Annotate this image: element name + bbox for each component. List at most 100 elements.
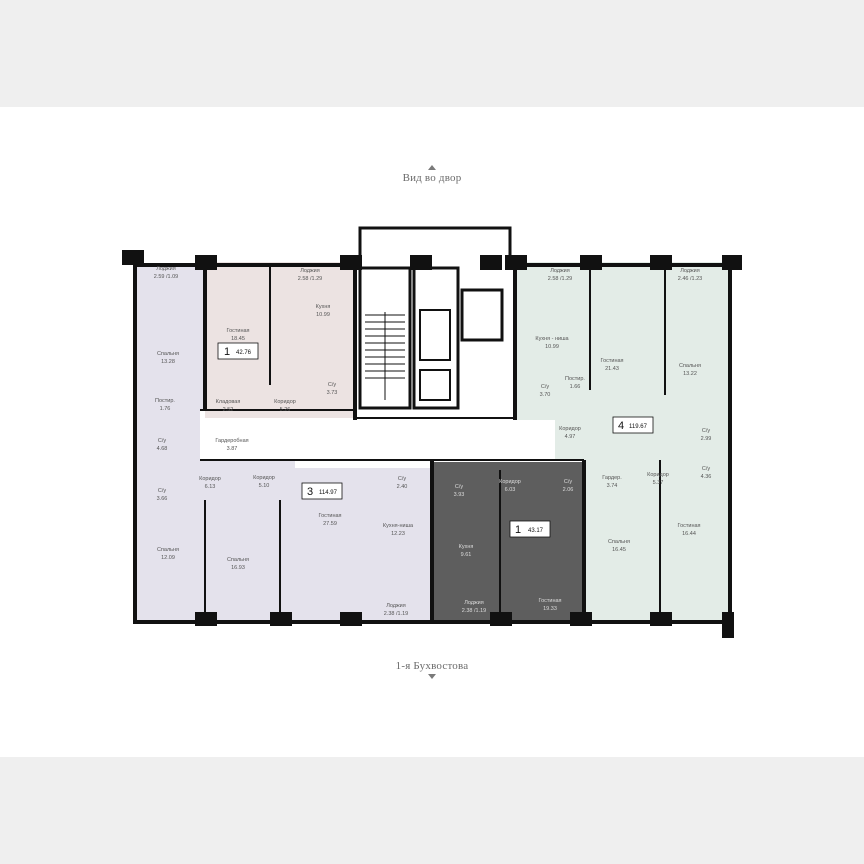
- room-name: Лоджия: [300, 268, 320, 274]
- room-area: 21.43: [605, 366, 619, 372]
- street-name-text: 1-я Бухвостова: [395, 660, 469, 672]
- room-area: 5.26: [280, 407, 291, 413]
- room-label: С/у3.93: [454, 484, 465, 498]
- room-area: 10.99: [316, 312, 330, 318]
- room-name: Лоджия: [550, 268, 570, 274]
- apartment-3-room-fill: [135, 265, 430, 620]
- room-area: 2.58 /1.29: [298, 276, 322, 282]
- room-area: 6.03: [505, 487, 516, 493]
- room-name: Коридор: [499, 479, 521, 485]
- apartment-1-left-fill: [205, 262, 355, 418]
- street-name-label: 1-я Бухвостова: [0, 660, 864, 679]
- courtyard-view-label: Вид во двор: [0, 165, 864, 184]
- room-name: С/у: [702, 428, 711, 434]
- apartment-fills: [135, 262, 730, 622]
- apartment-area: 42.76: [236, 350, 252, 356]
- room-area: 4.36: [701, 474, 712, 480]
- apartment-badges: 1 42.76 3 114.97 1 43.17 4 119.67: [217, 342, 654, 538]
- room-label: С/у2.06: [563, 479, 574, 493]
- apartment-badge: 3 114.97: [301, 482, 343, 500]
- room-name: Кухня - ниша: [535, 336, 569, 342]
- room-label: Лоджия 2.38 /1.19: [462, 600, 486, 614]
- stairs: [365, 312, 405, 400]
- room-area: 9.61: [461, 552, 472, 558]
- room-area: 2.59 /1.09: [154, 274, 178, 280]
- room-label: Гардеробная 3.87: [215, 438, 248, 452]
- apartment-badge: 4 119.67: [612, 416, 654, 434]
- room-name: Кухня: [316, 304, 331, 310]
- room-label: С/у4.68: [157, 438, 168, 452]
- room-label: Коридор 6.03: [499, 479, 521, 493]
- courtyard-view-text: Вид во двор: [402, 172, 462, 184]
- room-name: Спальня: [157, 547, 179, 553]
- room-label: Коридор 5.26: [274, 399, 296, 413]
- arrow-up-icon: [428, 165, 436, 170]
- apartment-1-dark-fill: [432, 462, 584, 622]
- room-name: Коридор: [253, 475, 275, 481]
- room-label: Постир.1.66: [565, 376, 585, 390]
- room-area: 2.99: [701, 436, 712, 442]
- room-label: С/у3.66: [157, 488, 168, 502]
- room-area: 2.52: [223, 407, 234, 413]
- room-name: Спальня: [157, 351, 179, 357]
- apartment-rooms: 1: [224, 346, 230, 358]
- room-name: Спальня: [679, 363, 701, 369]
- room-name: С/у: [455, 484, 464, 490]
- room-name: Коридор: [559, 426, 581, 432]
- room-area: 13.22: [683, 371, 697, 377]
- room-area: 3.73: [327, 390, 338, 396]
- apartment-4-room-fill: [515, 262, 730, 620]
- room-area: 2.40: [397, 484, 408, 490]
- room-label: Лоджия 2.58 /1.29: [298, 268, 322, 282]
- room-label: Кладовая 2.52: [216, 399, 241, 413]
- room-area: 3.66: [157, 496, 168, 502]
- room-name: Постир.: [155, 398, 175, 404]
- room-area: 6.13: [205, 484, 216, 490]
- room-area: 16.45: [612, 547, 626, 553]
- room-name: С/у: [158, 438, 167, 444]
- building-core: [358, 226, 512, 410]
- room-label: С/у 3.73: [327, 382, 338, 396]
- room-area: 2.38 /1.19: [462, 608, 486, 614]
- room-name: Гардеробная: [215, 438, 248, 444]
- room-label: Лоджия 2.59 /1.09: [154, 266, 178, 280]
- room-area: 4.97: [565, 434, 576, 440]
- room-name: Постир.: [565, 376, 585, 382]
- room-name: Гостиная: [677, 523, 700, 529]
- room-name: Гостиная: [226, 328, 249, 334]
- room-name: Гостиная: [538, 598, 561, 604]
- room-label: Спальня 13.22: [679, 363, 701, 377]
- room-name: Спальня: [608, 539, 630, 545]
- room-name: Коридор: [274, 399, 296, 405]
- apartment-area: 43.17: [528, 528, 544, 534]
- room-area: 18.45: [231, 336, 245, 342]
- room-label: Кухня 10.99: [316, 304, 331, 318]
- room-name: С/у: [328, 382, 337, 388]
- room-name: С/у: [541, 384, 550, 390]
- apartment-area: 119.67: [629, 424, 648, 430]
- room-label: Гостиная 18.45: [226, 328, 249, 342]
- room-name: С/у: [398, 476, 407, 482]
- room-label: С/у3.70: [540, 384, 551, 398]
- room-name: Лоджия: [156, 266, 176, 272]
- room-label: Спальня 16.45: [608, 539, 630, 553]
- room-name: Коридор: [647, 472, 669, 478]
- room-area: 3.87: [227, 446, 238, 452]
- room-name: Кладовая: [216, 399, 241, 405]
- apartment-rooms: 4: [618, 420, 624, 432]
- room-label: С/у 4.36: [701, 466, 712, 480]
- room-area: 1.76: [160, 406, 171, 412]
- room-name: С/у: [702, 466, 711, 472]
- room-label: Гардер.3.74: [602, 475, 622, 489]
- room-name: Лоджия: [464, 600, 484, 606]
